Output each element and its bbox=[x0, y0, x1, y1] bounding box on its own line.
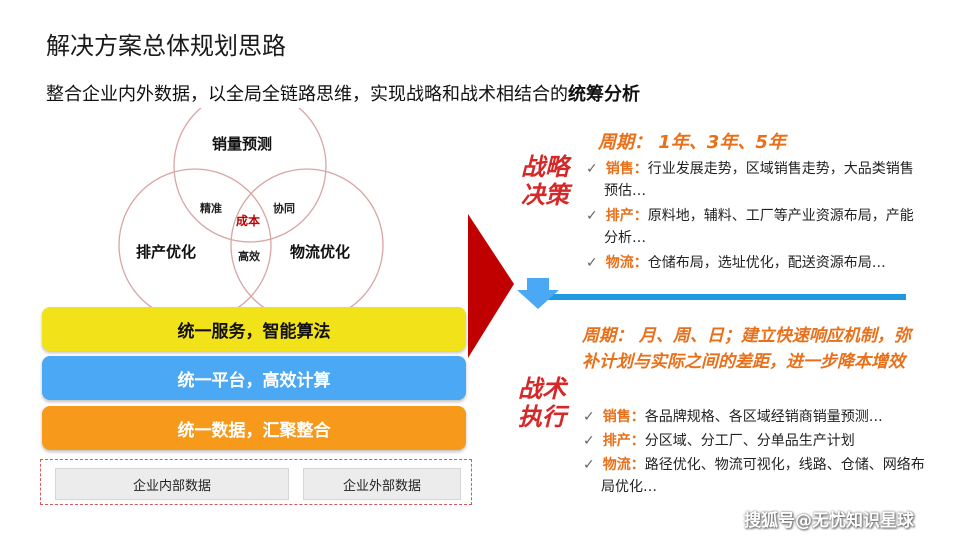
check-icon: ✓ bbox=[583, 409, 595, 425]
data-sources-box: 企业内部数据 企业外部数据 bbox=[40, 459, 472, 505]
watermark: 搜狐号@无忧知识星球 bbox=[744, 511, 914, 531]
venn-overlap-left-right: 高效 bbox=[238, 250, 260, 263]
tactics-item-logistics: ✓物流：路径优化、物流可视化，线路、仓储、网络布局优化… bbox=[583, 457, 925, 495]
venn-circle-right bbox=[230, 168, 384, 308]
venn-overlap-top-left: 精准 bbox=[200, 202, 222, 215]
venn-label-right: 物流优化 bbox=[290, 243, 351, 261]
check-icon: ✓ bbox=[586, 161, 598, 177]
red-arrow-shape bbox=[468, 214, 514, 358]
tactics-title-line2: 执行 bbox=[518, 403, 566, 431]
venn-label-left: 排产优化 bbox=[136, 243, 197, 261]
strategy-title: 战略 决策 bbox=[521, 153, 569, 209]
tactics-list: ✓销售：各品牌规格、各区域经销商销量预测… ✓排产：分区域、分工厂、分单品生产计… bbox=[583, 406, 928, 498]
tactics-title-line1: 战术 bbox=[518, 375, 566, 403]
internal-data-cell: 企业内部数据 bbox=[55, 468, 289, 500]
strategy-list: ✓销售：行业发展走势，区域销售走势，大品类销售预估… ✓排产：原料地，辅料、工厂… bbox=[586, 158, 926, 274]
check-icon: ✓ bbox=[583, 457, 595, 473]
venn-circle-left bbox=[118, 168, 272, 308]
tactics-item-production: ✓排产：分区域、分工厂、分单品生产计划 bbox=[583, 433, 855, 449]
down-arrow-icon bbox=[517, 278, 559, 309]
bar-service-algorithm: 统一服务，智能算法 bbox=[42, 307, 466, 351]
bar-platform-compute: 统一平台，高效计算 bbox=[42, 356, 466, 400]
check-icon: ✓ bbox=[586, 255, 598, 271]
venn-diagram bbox=[118, 108, 384, 308]
tactics-title: 战术 执行 bbox=[518, 375, 566, 431]
venn-circle-top bbox=[173, 108, 327, 243]
strategy-title-line2: 决策 bbox=[521, 181, 569, 209]
strategy-title-line1: 战略 bbox=[521, 153, 569, 181]
venn-overlap-top-right: 协同 bbox=[273, 202, 295, 215]
venn-label-top: 销量预测 bbox=[212, 135, 273, 153]
bar-data-integration: 统一数据，汇聚整合 bbox=[42, 406, 466, 450]
page-title: 解决方案总体规划思路 bbox=[46, 32, 286, 60]
section-divider bbox=[540, 294, 906, 300]
tactics-period: 周期： 月、周、日；建立快速响应机制，弥补计划与实际之间的差距，进一步降本增效 bbox=[582, 326, 911, 372]
strategy-item-production: ✓排产：原料地，辅料、工厂等产业资源布局，产能分析… bbox=[586, 208, 914, 246]
strategy-item-sales: ✓销售：行业发展走势，区域销售走势，大品类销售预估… bbox=[586, 161, 914, 199]
check-icon: ✓ bbox=[586, 208, 598, 224]
subtitle-emphasis: 统筹分析 bbox=[568, 84, 640, 105]
check-icon: ✓ bbox=[583, 433, 595, 449]
subtitle-text: 整合企业内外数据，以全局全链路思维，实现战略和战术相结合的 bbox=[46, 84, 568, 105]
strategy-period: 周期： 1年、3年、5年 bbox=[598, 132, 786, 153]
strategy-item-logistics: ✓物流：仓储布局，选址优化，配送资源布局… bbox=[586, 255, 886, 271]
venn-center-label: 成本 bbox=[236, 214, 261, 228]
page-subtitle: 整合企业内外数据，以全局全链路思维，实现战略和战术相结合的统筹分析 bbox=[46, 80, 640, 106]
external-data-cell: 企业外部数据 bbox=[303, 468, 461, 500]
tactics-item-sales: ✓销售：各品牌规格、各区域经销商销量预测… bbox=[583, 409, 883, 425]
